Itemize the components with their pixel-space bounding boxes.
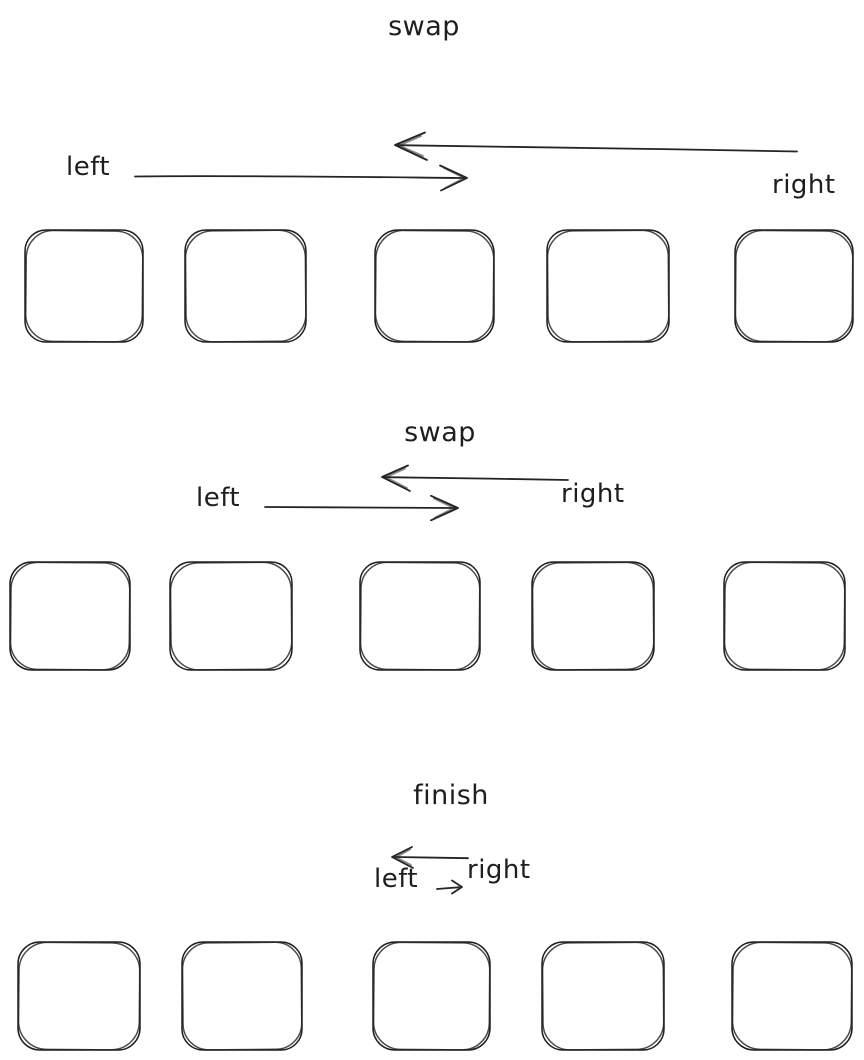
array-cell	[24, 229, 144, 343]
section-2-right-pointer-arrow	[381, 464, 569, 492]
section-3-right-pointer-label: right	[467, 855, 531, 885]
array-cell	[184, 229, 307, 343]
array-row-3	[17, 941, 853, 1051]
section-2-left-pointer-label: left	[196, 483, 241, 513]
section-1-left-pointer-label: left	[66, 152, 111, 182]
array-cell	[359, 561, 481, 671]
section-3-title: finish	[413, 780, 489, 811]
section-1-right-pointer-arrow	[394, 131, 798, 161]
section-3-left-pointer-arrow	[436, 879, 463, 895]
section-3-left-pointer-label: left	[374, 864, 419, 894]
array-cell	[372, 941, 491, 1051]
section-1-left-pointer-arrow	[134, 164, 468, 192]
array-cell	[731, 941, 853, 1051]
section-2-left-pointer-arrow	[264, 494, 459, 522]
section-3-right-pointer-arrow	[391, 846, 469, 869]
section-1-right-pointer-label: right	[772, 170, 836, 200]
section-1-title: swap	[388, 11, 460, 42]
section-2-title: swap	[404, 417, 476, 448]
array-row-2	[9, 561, 846, 671]
array-cell	[531, 561, 655, 671]
array-cell	[181, 941, 303, 1051]
array-cell	[541, 941, 665, 1051]
section-2-right-pointer-label: right	[561, 479, 625, 509]
array-cell	[169, 561, 293, 671]
array-row-1	[24, 229, 854, 343]
array-cell	[374, 229, 495, 343]
array-cell	[734, 229, 854, 343]
array-cell	[9, 561, 131, 671]
array-cell	[17, 941, 141, 1051]
array-cell	[723, 561, 846, 671]
array-cell	[546, 229, 670, 343]
